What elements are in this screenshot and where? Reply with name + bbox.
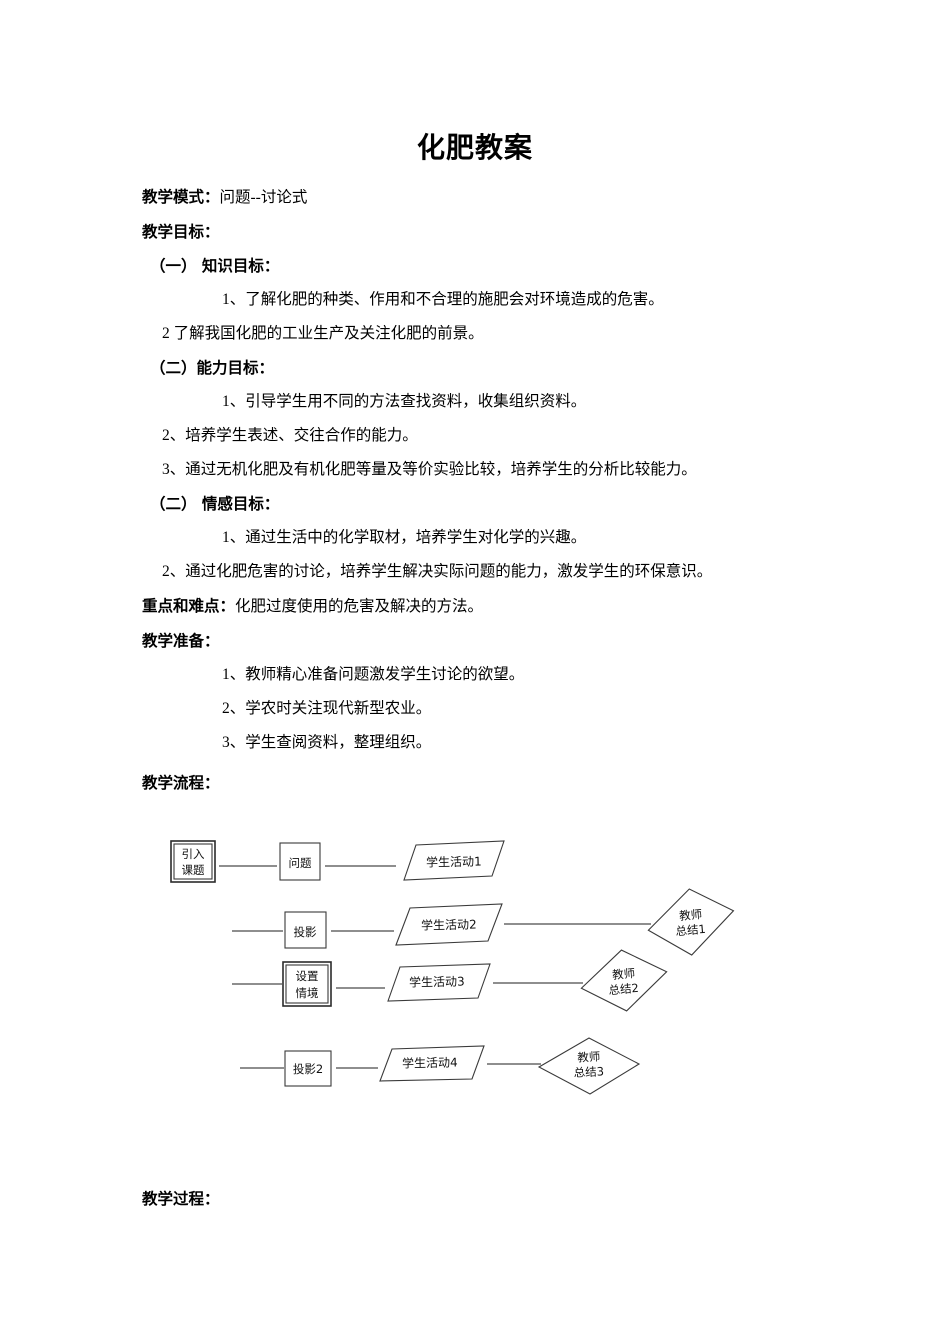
flow-node-summary3-line2: 总结3 xyxy=(573,1064,604,1080)
flow-node-scenario-line1: 设置 xyxy=(296,969,319,983)
flow-node-projection2-label: 投影2 xyxy=(293,1062,323,1076)
flow-node-intro-line1: 引入 xyxy=(182,847,205,861)
flow-node-summary2-line1: 教师 xyxy=(612,966,636,982)
flow-node-summary1: 教师 总结1 xyxy=(647,888,735,956)
preparation-item-3: 3、学生查阅资料，整理组织。 xyxy=(222,734,432,751)
key-difficult-line: 重点和难点：化肥过度使用的危害及解决的方法。 xyxy=(142,589,842,624)
flow-node-activity2-label: 学生活动2 xyxy=(421,916,477,932)
flow-heading: 教学流程： xyxy=(142,774,220,792)
flow-node-scenario-line2: 情境 xyxy=(296,986,319,1000)
flow-node-activity4-label: 学生活动4 xyxy=(402,1054,458,1070)
document-body: 教学模式：问题--讨论式 教学目标： （一） 知识目标： 1、了解化肥的种类、作… xyxy=(142,180,842,806)
flow-node-summary1-line2: 总结1 xyxy=(675,922,706,939)
preparation-heading: 教学准备： xyxy=(142,632,220,650)
flow-node-summary2-line2: 总结2 xyxy=(608,981,639,998)
knowledge-item-2: 2 了解我国化肥的工业生产及关注化肥的前景。 xyxy=(162,325,484,342)
teaching-mode-value: 问题--讨论式 xyxy=(219,189,308,206)
flow-node-summary1-line1: 教师 xyxy=(679,907,703,923)
emotion-item-1: 1、通过生活中的化学取材，培养学生对化学的兴趣。 xyxy=(222,529,587,546)
flow-node-summary3: 教师 总结3 xyxy=(537,1037,641,1095)
flow-node-intro: 引入 课题 xyxy=(170,840,216,883)
ability-item-1: 1、引导学生用不同的方法查找资料，收集组织资料。 xyxy=(222,393,587,410)
flow-node-activity1: 学生活动1 xyxy=(403,840,505,881)
flow-node-activity3: 学生活动3 xyxy=(387,963,491,1002)
ability-objectives-heading: （二）能力目标： xyxy=(150,359,275,377)
process-heading: 教学过程： xyxy=(142,1190,220,1208)
preparation-item-1: 1、教师精心准备问题激发学生讨论的欲望。 xyxy=(222,666,525,683)
preparation-item-2: 2、学农时关注现代新型农业。 xyxy=(222,700,432,717)
flow-node-question: 问题 xyxy=(279,842,321,881)
page-title: 化肥教案 xyxy=(416,131,533,164)
objectives-heading: 教学目标： xyxy=(142,223,220,241)
flow-node-activity1-label: 学生活动1 xyxy=(426,853,482,869)
teaching-mode-line: 教学模式：问题--讨论式 xyxy=(142,180,842,215)
flow-node-summary2: 教师 总结2 xyxy=(580,949,668,1012)
key-difficult-label: 重点和难点： xyxy=(142,597,236,615)
flow-node-summary3-line1: 教师 xyxy=(577,1049,601,1064)
flow-node-activity2: 学生活动2 xyxy=(395,903,503,946)
knowledge-objectives-heading: （一） 知识目标： xyxy=(150,257,280,275)
flow-node-question-line1: 问题 xyxy=(289,856,312,870)
teaching-mode-label: 教学模式： xyxy=(142,188,220,206)
emotion-objectives-heading: （二） 情感目标： xyxy=(150,495,280,513)
flow-node-projection2: 投影2 xyxy=(284,1050,332,1087)
flow-node-intro-line2: 课题 xyxy=(182,863,205,877)
flow-node-projection1: 投影 xyxy=(284,911,327,949)
flow-node-activity3-label: 学生活动3 xyxy=(409,973,465,989)
key-difficult-value: 化肥过度使用的危害及解决的方法。 xyxy=(235,598,484,615)
flow-node-scenario: 设置 情境 xyxy=(282,961,332,1007)
knowledge-item-1: 1、了解化肥的种类、作用和不合理的施肥会对环境造成的危害。 xyxy=(222,291,664,308)
ability-item-2: 2、培养学生表述、交往合作的能力。 xyxy=(162,427,418,444)
emotion-item-2: 2、通过化肥危害的讨论，培养学生解决实际问题的能力，激发学生的环保意识。 xyxy=(162,563,713,580)
flow-node-activity4: 学生活动4 xyxy=(379,1045,485,1082)
flow-node-projection1-label: 投影 xyxy=(294,925,317,939)
ability-item-3: 3、通过无机化肥及有机化肥等量及等价实验比较，培养学生的分析比较能力。 xyxy=(162,461,697,478)
